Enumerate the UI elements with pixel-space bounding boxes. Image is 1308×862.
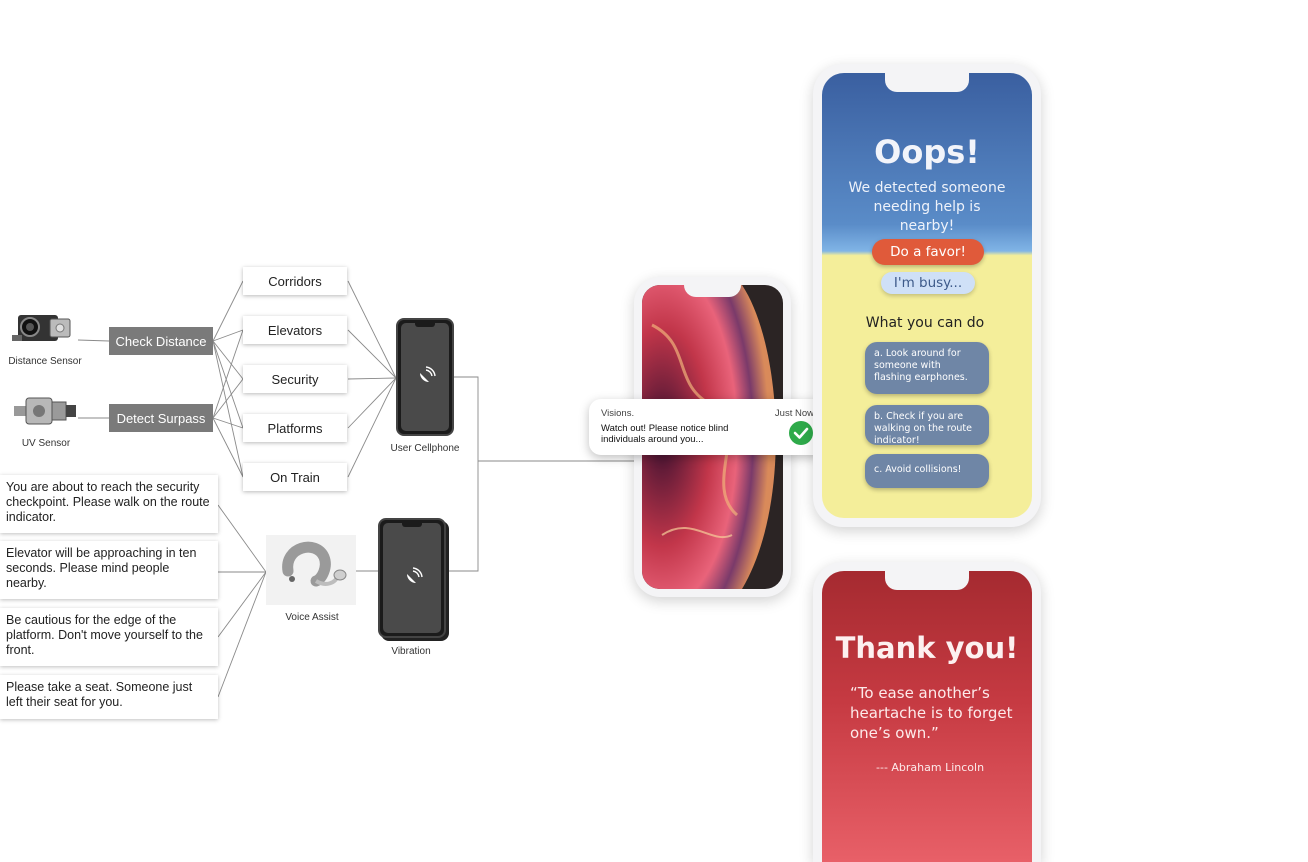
oops-phone: Oops! We detected someone needing help i…	[813, 64, 1041, 527]
voice-assist-label: Voice Assist	[285, 612, 339, 623]
notification-app: Visions.	[601, 408, 635, 419]
message-platform: Be cautious for the edge of the platform…	[0, 608, 218, 666]
thanks-quote: “To ease another’s heartache is to forge…	[850, 684, 1013, 742]
oops-subtitle: We detected someone needing help is near…	[848, 180, 1006, 234]
message-security: You are about to reach the security chec…	[0, 475, 218, 533]
message-seat: Please take a seat. Someone just left th…	[0, 675, 218, 719]
signal-icon	[420, 366, 436, 382]
message-elevator: Elevator will be approaching in ten seco…	[0, 541, 218, 599]
tip-route-indicator: b. Check if you are walking on the route…	[865, 405, 989, 446]
thanks-title: Thank you!	[835, 631, 1019, 665]
uv-sensor-label: UV Sensor	[21, 438, 71, 449]
location-platforms: Platforms	[243, 414, 347, 442]
signal-icon	[407, 567, 423, 583]
notification-time: Just Now	[774, 408, 814, 419]
notification-card[interactable]: Visions. Just Now Watch out! Please noti…	[589, 399, 826, 455]
thanks-phone: Thank you! “To ease another’s heartache …	[813, 562, 1041, 862]
uv-sensor-icon	[12, 392, 78, 432]
location-on-train: On Train	[243, 463, 347, 491]
distance-sensor-icon	[10, 305, 74, 353]
thanks-screen: Thank you! “To ease another’s heartache …	[822, 571, 1032, 862]
thanks-author: --- Abraham Lincoln	[876, 761, 985, 774]
checkmark-icon	[789, 421, 813, 445]
distance-sensor-label: Distance Sensor	[8, 356, 82, 367]
tip-look-around: a. Look around for someone with flashing…	[865, 342, 989, 394]
user-cellphone-label: User Cellphone	[390, 443, 460, 454]
detect-surpass-box: Detect Surpass	[109, 404, 213, 432]
location-corridors: Corridors	[243, 267, 347, 295]
do-a-favor-button[interactable]: Do a favor!	[872, 239, 984, 265]
vibration-device	[378, 518, 446, 638]
what-you-can-do-heading: What you can do	[865, 315, 985, 331]
im-busy-button[interactable]: I'm busy...	[881, 272, 975, 294]
oops-title: Oops!	[874, 133, 980, 171]
hearing-aid-icon	[266, 535, 356, 605]
location-security: Security	[243, 365, 347, 393]
check-distance-box: Check Distance	[109, 327, 213, 355]
tip-avoid-collisions: c. Avoid collisions!	[865, 454, 989, 488]
vibration-label: Vibration	[391, 646, 431, 657]
user-cellphone-device	[396, 318, 454, 436]
location-elevators: Elevators	[243, 316, 347, 344]
notification-text: Watch out! Please notice blind individua…	[601, 423, 729, 445]
oops-screen: Oops! We detected someone needing help i…	[822, 73, 1032, 518]
